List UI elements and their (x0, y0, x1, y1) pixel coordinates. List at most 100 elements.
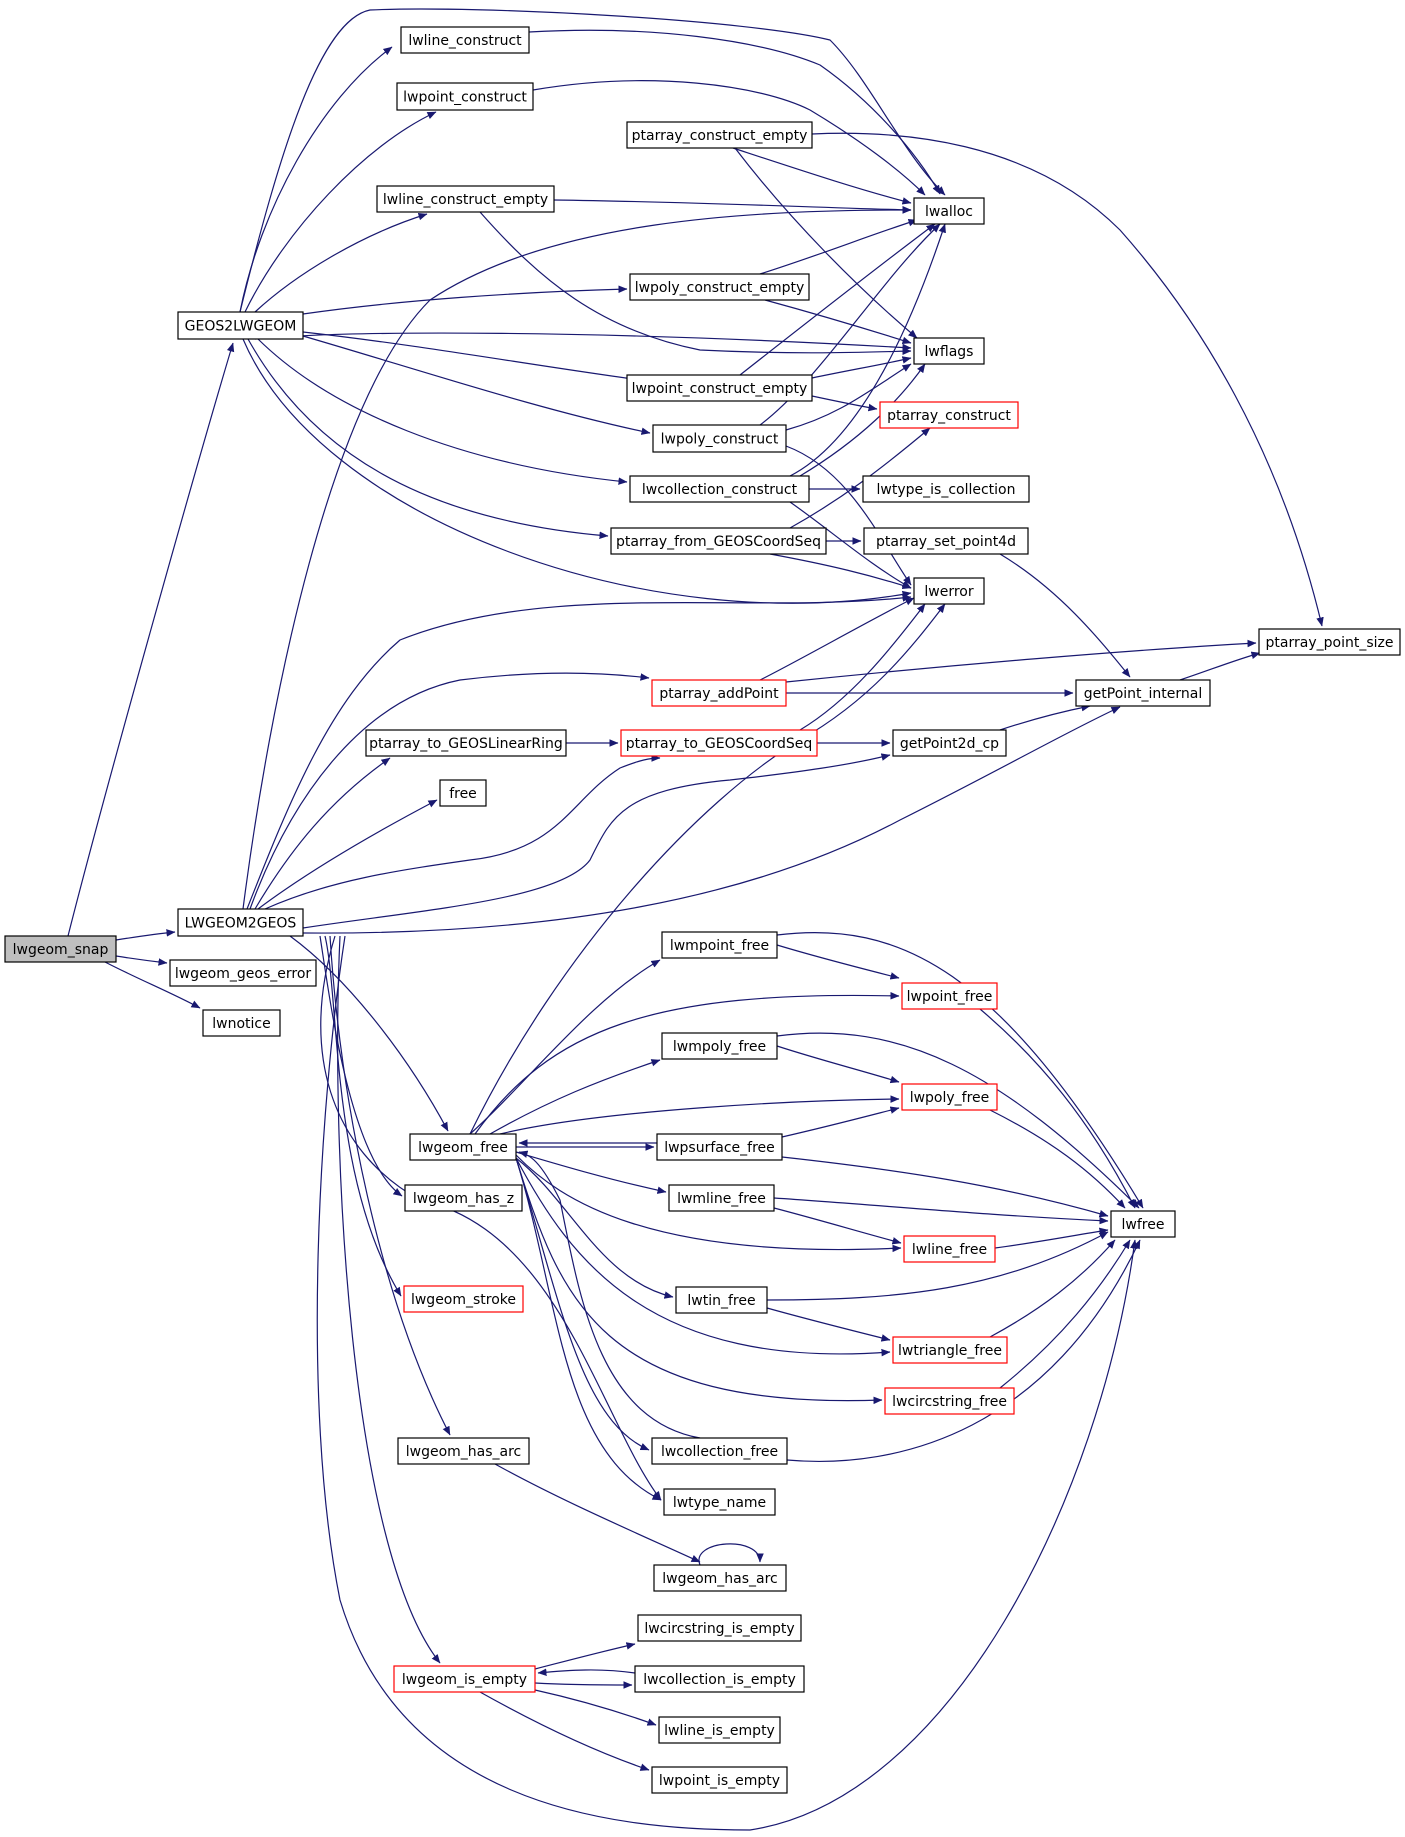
node-ptarray-construct-empty[interactable]: ptarray_construct_empty (626, 121, 813, 149)
edge-lwline_construct_empty-lwalloc (553, 199, 912, 214)
node-label: lwmpoint_free (670, 938, 769, 954)
node-label: lwmpoly_free (673, 1039, 766, 1055)
node-lwpsurface-free[interactable]: lwpsurface_free (656, 1133, 783, 1161)
edge-ptarray_addPoint-ptarray_point_size (785, 639, 1257, 683)
node-label: lwpoly_construct (661, 432, 779, 448)
edge-LWGEOM2GEOS-lwfree (316, 935, 1138, 1831)
node-box (652, 424, 787, 453)
node-lwpoint-free[interactable]: lwpoint_free (901, 982, 998, 1010)
node-lwalloc[interactable]: lwalloc (913, 197, 985, 225)
node-getpoint-internal[interactable]: getPoint_internal (1075, 679, 1211, 707)
node-label: lwmline_free (677, 1191, 766, 1207)
edge-lwline_construct_empty-lwflags (479, 211, 912, 355)
edge-lwpoint_construct_empty-lwflags (811, 356, 912, 379)
node-lwfree[interactable]: lwfree (1110, 1210, 1176, 1238)
node-label: lwline_free (912, 1242, 987, 1258)
node-lwcollection-free[interactable]: lwcollection_free (651, 1437, 788, 1465)
node-ptarray-set-point4d[interactable]: ptarray_set_point4d (863, 527, 1029, 555)
node-lwtype-name[interactable]: lwtype_name (663, 1488, 776, 1516)
edge-GEOS2LWGEOM-lwpoly_construct_empty (302, 285, 628, 315)
edge-GEOS2LWGEOM-lwcollection_construct (257, 338, 628, 485)
node-ptarray-point-size[interactable]: ptarray_point_size (1258, 628, 1401, 656)
node-getpoint2d-cp[interactable]: getPoint2d_cp (892, 729, 1007, 757)
node-lwpoly-free[interactable]: lwpoly_free (901, 1083, 998, 1111)
node-lwgeom-has-arc-inner[interactable]: lwgeom_has_arc (653, 1564, 787, 1592)
node-lwline-construct[interactable]: lwline_construct (400, 26, 530, 54)
node-box (177, 908, 304, 937)
edge-GEOS2LWGEOM-lwpoly_construct (302, 335, 651, 435)
node-lwerror[interactable]: lwerror (913, 577, 985, 605)
edge-lwgeom_has_arc_outer-lwgeom_has_arc_inner (494, 1463, 701, 1563)
node-label: lwcollection_is_empty (643, 1672, 796, 1688)
node-lwmpoly-free[interactable]: lwmpoly_free (661, 1032, 778, 1060)
node-box (879, 401, 1019, 429)
edge-LWGEOM2GEOS-getPoint_internal (302, 706, 1121, 934)
edge-lwcollection_free-lwfree (786, 1239, 1141, 1463)
node-ptarray-from-geoscoordseq[interactable]: ptarray_from_GEOSCoordSeq (610, 527, 827, 555)
node-lwtin-free[interactable]: lwtin_free (675, 1286, 768, 1314)
node-lwpoint-is-empty[interactable]: lwpoint_is_empty (651, 1766, 788, 1794)
node-lwmline-free[interactable]: lwmline_free (668, 1184, 775, 1212)
node-free[interactable]: free (439, 779, 487, 807)
node-lwflags[interactable]: lwflags (913, 337, 985, 365)
node-box (862, 475, 1030, 503)
node-lwcircstring-is-empty[interactable]: lwcircstring_is_empty (637, 1614, 802, 1642)
edge-ptarray_from_GEOSCoordSeq-lwerror (769, 553, 912, 590)
node-box (409, 1133, 517, 1161)
node-label: getPoint2d_cp (900, 736, 999, 752)
node-label: ptarray_to_GEOSCoordSeq (626, 736, 812, 752)
node-box (393, 1665, 536, 1693)
node-ptarray-to-geoscoordseq[interactable]: ptarray_to_GEOSCoordSeq (620, 729, 818, 757)
node-label: ptarray_to_GEOSLinearRing (369, 736, 563, 752)
edge-ptarray_set_point4d-getPoint_internal (999, 553, 1131, 678)
node-lwnotice[interactable]: lwnotice (202, 1009, 281, 1037)
node-label: ptarray_construct (887, 408, 1011, 424)
node-lwpoint-construct-empty[interactable]: lwpoint_construct_empty (626, 374, 813, 402)
node-ptarray-to-geoslinearring[interactable]: ptarray_to_GEOSLinearRing (365, 729, 567, 757)
node-label: lwnotice (212, 1016, 270, 1032)
edge-lwcollection_free-lwgeom_free (518, 1150, 701, 1439)
node-lwtriangle-free[interactable]: lwtriangle_free (892, 1336, 1008, 1364)
node-lwgeom-free[interactable]: lwgeom_free (409, 1133, 517, 1161)
node-box (629, 475, 810, 503)
node-ptarray-construct[interactable]: ptarray_construct (879, 401, 1019, 429)
node-lwgeom-has-arc-outer[interactable]: lwgeom_has_arc (397, 1437, 530, 1465)
edge-lwcircstring_free-lwfree (999, 1239, 1131, 1389)
node-lwcollection-is-empty[interactable]: lwcollection_is_empty (634, 1665, 805, 1693)
node-box (202, 1009, 281, 1037)
edge-lwgeom_is_empty-lwcollection_is_empty (534, 1681, 633, 1689)
node-label: lwpsurface_free (664, 1140, 775, 1156)
node-lwgeom-is-empty[interactable]: lwgeom_is_empty (393, 1665, 536, 1693)
edge-lwcollection_construct-lwalloc (789, 223, 946, 477)
node-lwpoly-construct-empty[interactable]: lwpoly_construct_empty (629, 273, 810, 301)
node-lwgeom-geos-error[interactable]: lwgeom_geos_error (169, 959, 317, 987)
node-lwpoint-construct[interactable]: lwpoint_construct (396, 82, 534, 111)
node-lwgeom-has-z[interactable]: lwgeom_has_z (404, 1184, 523, 1212)
node-lwcollection-construct[interactable]: lwcollection_construct (629, 475, 810, 503)
node-label: lwcollection_free (661, 1444, 778, 1460)
node-lwgeom2geos[interactable]: LWGEOM2GEOS (177, 908, 304, 937)
edge-GEOS2LWGEOM-lwflags (254, 332, 912, 352)
node-label: lwflags (925, 344, 974, 360)
node-label: lwline_is_empty (664, 1723, 775, 1739)
node-lwpoly-construct[interactable]: lwpoly_construct (652, 424, 787, 453)
node-lwtype-is-collection[interactable]: lwtype_is_collection (862, 475, 1030, 503)
node-label: lwfree (1122, 1217, 1165, 1233)
node-label: lwtriangle_free (898, 1343, 1002, 1359)
node-lwline-is-empty[interactable]: lwline_is_empty (658, 1716, 781, 1744)
edge-lwmpoly_free-lwfree (776, 1032, 1140, 1209)
node-lwgeom-stroke[interactable]: lwgeom_stroke (403, 1285, 524, 1313)
node-ptarray-addpoint[interactable]: ptarray_addPoint (651, 679, 787, 707)
node-box (653, 1564, 787, 1592)
node-label: lwgeom_is_empty (402, 1672, 527, 1688)
node-lwcircstring-free[interactable]: lwcircstring_free (884, 1387, 1015, 1415)
edge-getPoint2d_cp-getPoint_internal (999, 703, 1091, 731)
node-lwmpoint-free[interactable]: lwmpoint_free (661, 931, 778, 959)
node-lwline-free[interactable]: lwline_free (903, 1235, 996, 1263)
node-lwline-construct-empty[interactable]: lwline_construct_empty (376, 185, 555, 213)
node-box (626, 374, 813, 402)
node-geos2lwgeom[interactable]: GEOS2LWGEOM (177, 311, 304, 340)
node-lwgeom-snap[interactable]: lwgeom_snap (4, 935, 117, 963)
node-label: getPoint_internal (1084, 686, 1202, 702)
node-label: LWGEOM2GEOS (185, 916, 297, 932)
